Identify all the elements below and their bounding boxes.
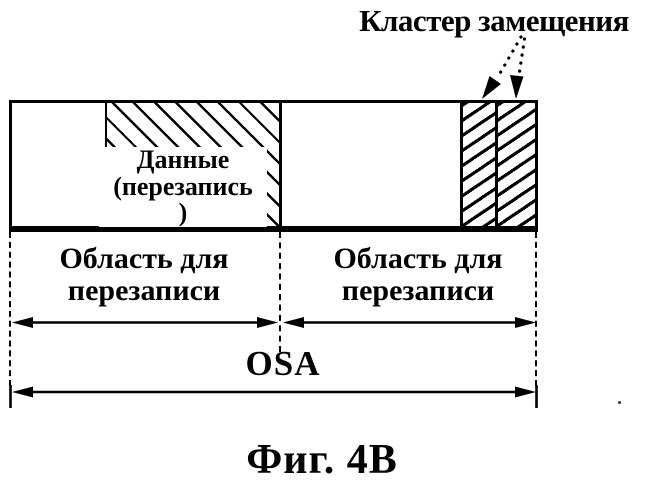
storage-bar <box>9 100 538 232</box>
replacement-cluster-1 <box>460 103 498 226</box>
figure-caption: Фиг. 4B <box>246 437 398 483</box>
dimension-arrow-right-region <box>283 317 536 328</box>
scan-speckle <box>618 401 621 404</box>
dimension-arrow-left-region <box>12 317 278 328</box>
extension-line-middle <box>279 232 281 352</box>
extension-line-right <box>535 232 537 386</box>
overwrite-area-label-right: Область для перезаписи <box>333 242 503 307</box>
leader-arrow-right-cluster <box>510 37 527 99</box>
replacement-cluster-2 <box>498 103 535 226</box>
replacement-cluster-label: Кластер замещения <box>359 3 629 38</box>
leader-arrow-left-cluster <box>482 35 523 99</box>
extension-line-left <box>9 232 11 386</box>
overwrite-data-label: Данные (перезапись ) <box>99 146 267 227</box>
osa-label: OSA <box>245 344 321 383</box>
overwrite-area-label-left: Область для перезаписи <box>59 242 229 307</box>
dimension-arrow-osa <box>12 386 536 398</box>
